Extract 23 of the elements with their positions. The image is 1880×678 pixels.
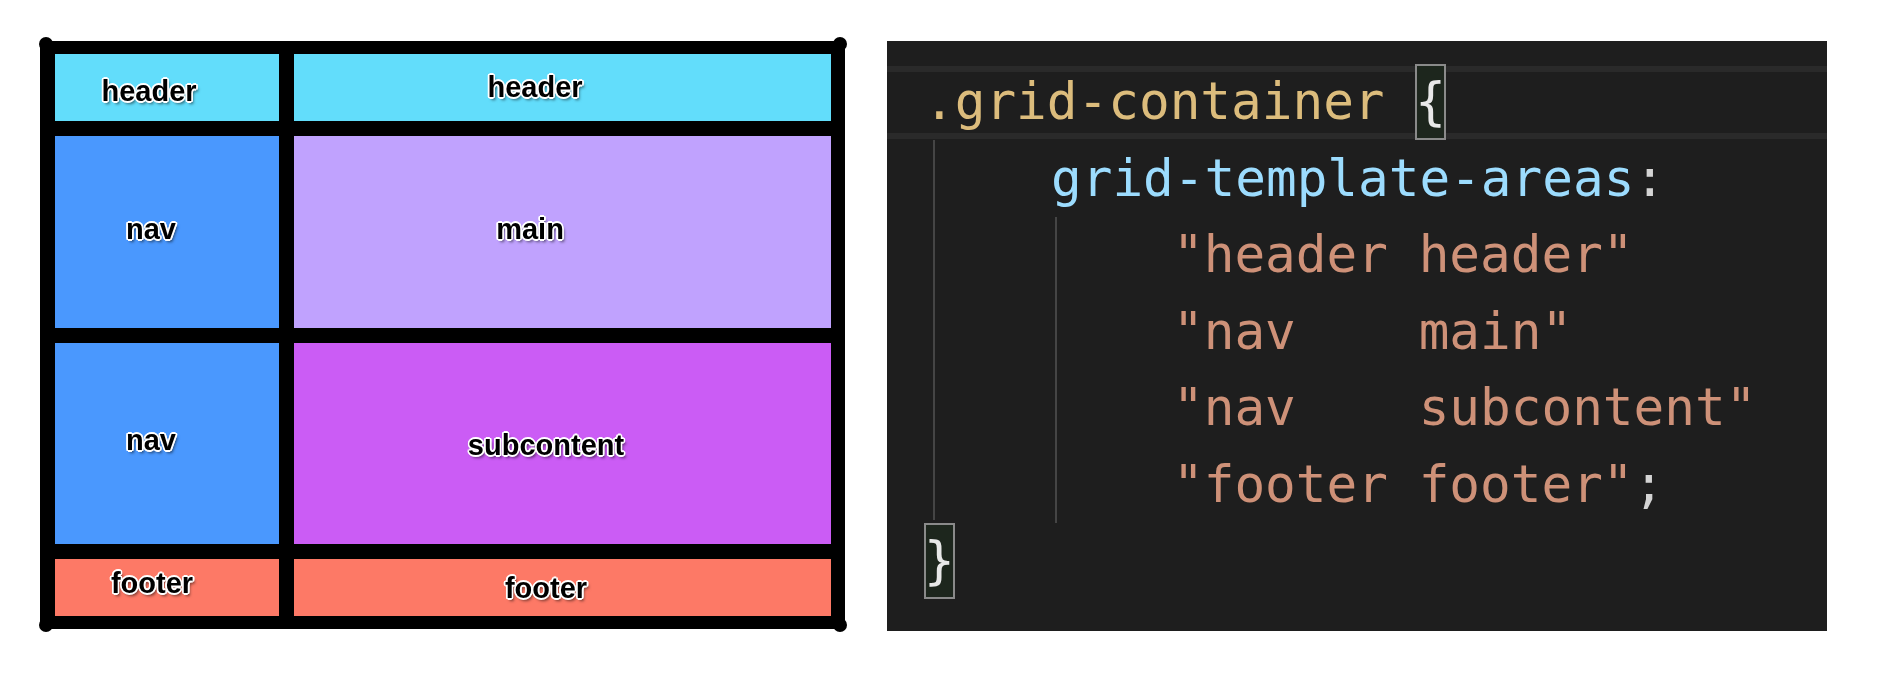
grid-area [55,343,279,544]
grid-area [55,54,279,121]
grid-area [294,559,831,616]
area-label: nav [126,425,176,457]
grid-area [294,343,831,544]
grid-area [294,54,831,121]
code-panel [887,41,1827,631]
code-line: "footer footer"; [1173,453,1665,516]
grid-area [294,136,831,328]
area-label: footer [110,568,194,600]
code-line: .grid-container { [924,64,1446,140]
area-label: footer [504,573,588,605]
code-line: "nav subcontent" [1173,377,1757,439]
area-label: main [496,214,564,246]
area-label: nav [126,214,176,246]
grid-area [55,136,279,328]
area-label: header [101,76,197,108]
area-label: header [487,72,583,104]
area-label: subcontent [467,430,625,462]
code-line: grid-template-areas: [1051,147,1666,210]
code-line: "nav main" [1173,300,1573,363]
grid-area [55,559,279,616]
code-line: "header header" [1173,224,1634,286]
